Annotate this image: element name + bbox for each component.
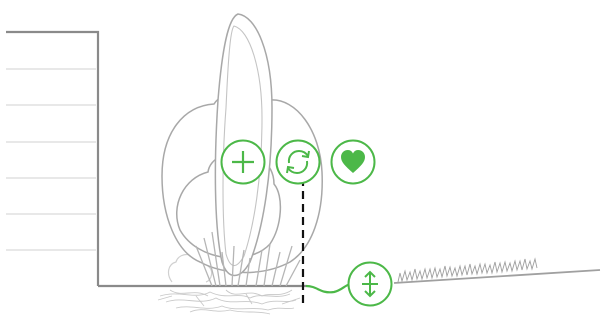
swap-plant-button[interactable] [275, 139, 321, 185]
building-wall [6, 32, 98, 286]
add-plant-button[interactable] [220, 139, 266, 185]
heart-icon [330, 139, 376, 185]
plus-icon [220, 139, 266, 185]
root-ball [158, 290, 300, 314]
vertical-resize-arrows-icon [347, 261, 393, 307]
resize-connector-line [306, 284, 350, 292]
resize-height-button[interactable] [347, 261, 393, 307]
rotate-arrows-icon [275, 139, 321, 185]
favorite-button[interactable] [330, 139, 376, 185]
